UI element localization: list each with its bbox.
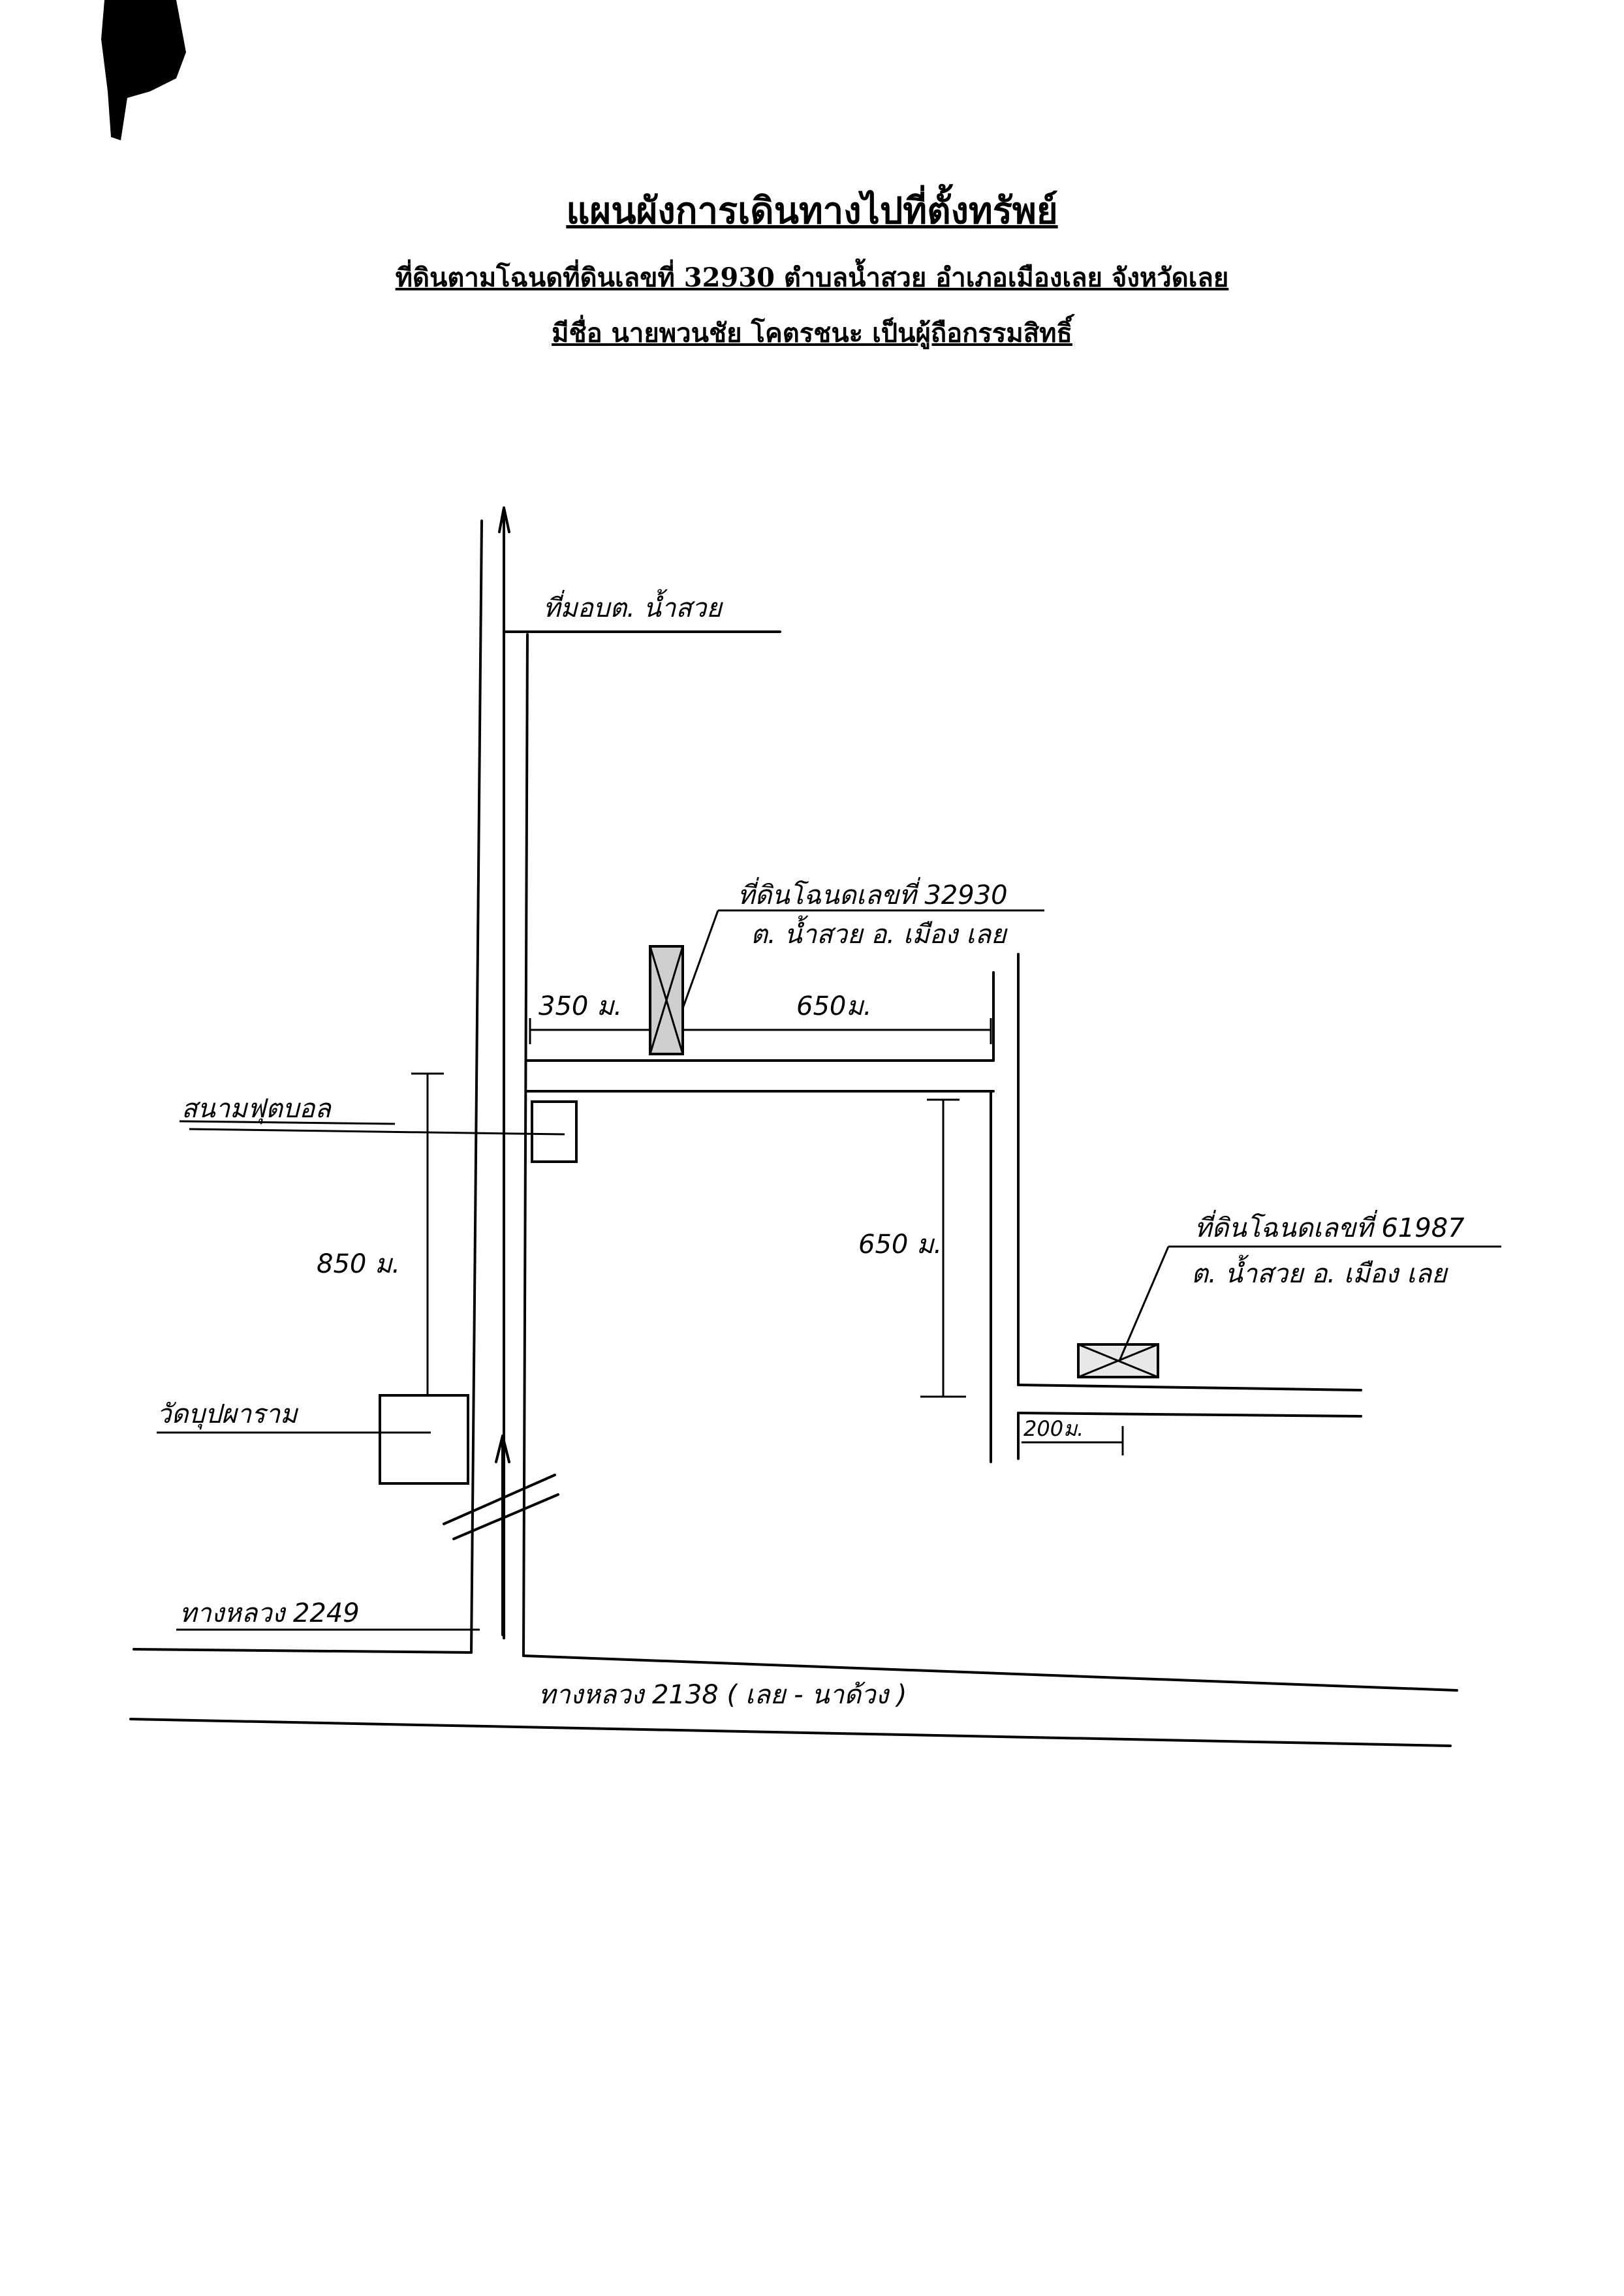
distance-850-label: 850 ม.	[317, 1249, 400, 1279]
parcel-32930-cross-b	[649, 946, 684, 1055]
highway-2138-south-edge	[129, 1718, 1452, 1747]
distance-200-label: 200ม.	[1023, 1416, 1084, 1441]
parcel-61987-cross-b	[1078, 1343, 1159, 1378]
road-main-right-edge	[522, 633, 529, 1657]
football-field-marker	[531, 1100, 578, 1163]
north-arrow-top	[498, 506, 510, 533]
highway-2249-label: ทางหลวง 2249	[180, 1598, 360, 1628]
village-office-label: ที่มอบต. น้ำสวย	[543, 589, 723, 623]
road-main-left-edge	[470, 520, 483, 1654]
scan-blot	[101, 0, 186, 140]
owner-line: มีชื่อ นายพวนชัย โคตรชนะ เป็นผู้ถือกรรมส…	[552, 318, 1072, 349]
parcel-61987-leader	[1118, 1246, 1170, 1361]
route-arrow-head	[495, 1435, 510, 1463]
football-field-label-underline	[179, 1120, 396, 1125]
distance-650-side-label: 650 ม.	[858, 1230, 942, 1260]
football-field-leader	[189, 1128, 565, 1136]
highway-2138-label: ทางหลวง 2138 ( เลย - นาด้วง )	[539, 1680, 907, 1710]
parcel-32930-label-line1: ที่ดินโฉนดเลขที่ 32930	[738, 877, 1008, 910]
distance-350-label: 350 ม.	[539, 991, 622, 1021]
parcel-61987-label-line1: ที่ดินโฉนดเลขที่ 61987	[1195, 1209, 1465, 1243]
parcel-61987-label-line2: ต. น้ำสวย อ. เมือง เลย	[1191, 1254, 1448, 1289]
highway-2249-edge	[133, 1648, 473, 1654]
football-field-label: สนามฟุตบอล	[181, 1094, 332, 1125]
parcel-subtitle: ที่ดินตามโฉนดที่ดินเลขที่ 32930 ตำบลน้ำส…	[395, 262, 1229, 293]
distance-650-top-label: 650ม.	[796, 991, 871, 1021]
highway-2138-north-edge	[522, 1654, 1458, 1692]
east-spur-north-edge	[1017, 1384, 1362, 1391]
temple-label: วัดบุปผาราม	[157, 1399, 299, 1430]
crossing-mark-a	[443, 1474, 556, 1525]
parcel-32930-label-line2: ต. น้ำสวย อ. เมือง เลย	[751, 915, 1008, 950]
temple-marker	[379, 1394, 469, 1485]
page-title: แผนผังการเดินทางไปที่ตั้งทรัพย์	[566, 189, 1058, 232]
crossing-mark-b	[452, 1493, 559, 1540]
east-spur-south-edge	[1017, 1412, 1362, 1418]
parcel-32930-leader	[681, 910, 719, 1009]
